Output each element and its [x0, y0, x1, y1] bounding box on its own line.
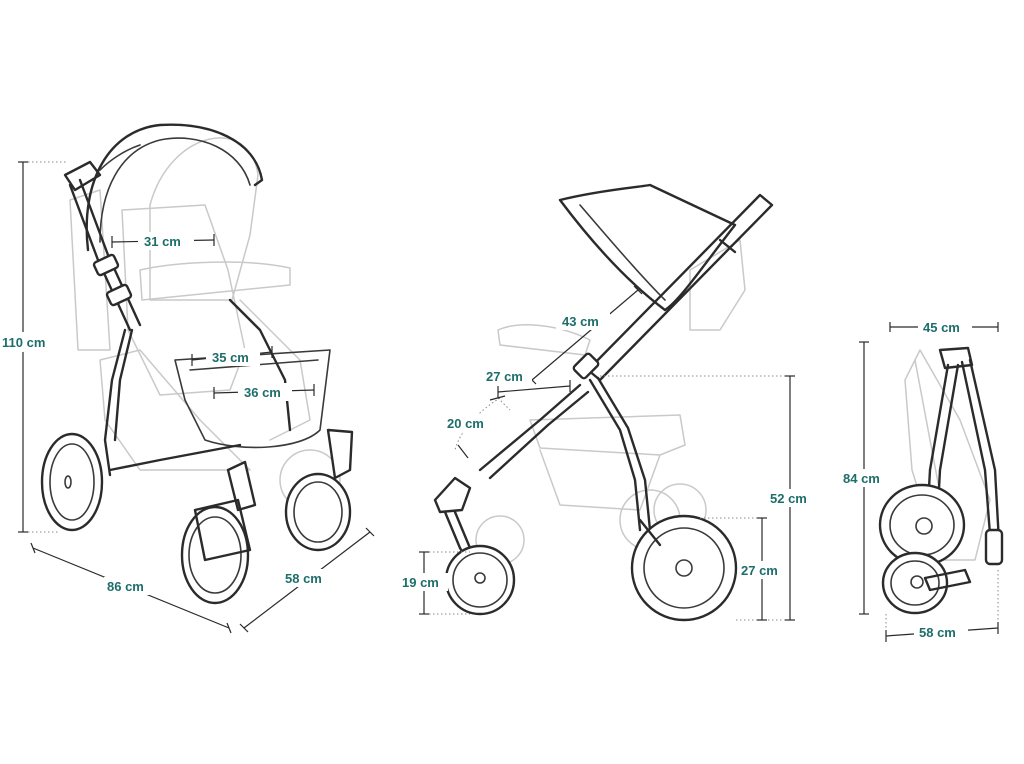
- dim-length: 86 cm: [107, 579, 144, 594]
- dim-front-wheel: 19 cm: [402, 575, 439, 590]
- dim-seat-to-handle: 27 cm: [486, 369, 523, 384]
- dim-seat-depth: 35 cm: [212, 350, 249, 365]
- dim-footrest: 36 cm: [244, 385, 281, 400]
- dim-folded-height: 84 cm: [843, 471, 880, 486]
- dim-backrest: 43 cm: [562, 314, 599, 329]
- stroller-side-view: [433, 183, 774, 622]
- dim-folded-width: 45 cm: [923, 320, 960, 335]
- dim-folded-depth: 58 cm: [919, 625, 956, 640]
- side-view-dimensions: 43 cm 27 cm 20 cm 19 cm 52 cm: [400, 285, 818, 621]
- dim-height-total: 110 cm: [2, 335, 45, 350]
- dim-armrest: 20 cm: [447, 416, 484, 431]
- front-view-dimensions: 110 cm 31 cm 35 cm 36 cm 86 cm 58 cm: [0, 161, 375, 634]
- dim-seat-height: 52 cm: [770, 491, 807, 506]
- dim-width: 58 cm: [285, 571, 322, 586]
- stroller-folded-view: [878, 346, 1004, 615]
- dim-seat-width: 31 cm: [144, 234, 181, 249]
- stroller-front-view: [40, 123, 354, 605]
- dim-rear-wheel: 27 cm: [741, 563, 778, 578]
- folded-view-dimensions: 45 cm 84 cm 58 cm: [840, 318, 999, 642]
